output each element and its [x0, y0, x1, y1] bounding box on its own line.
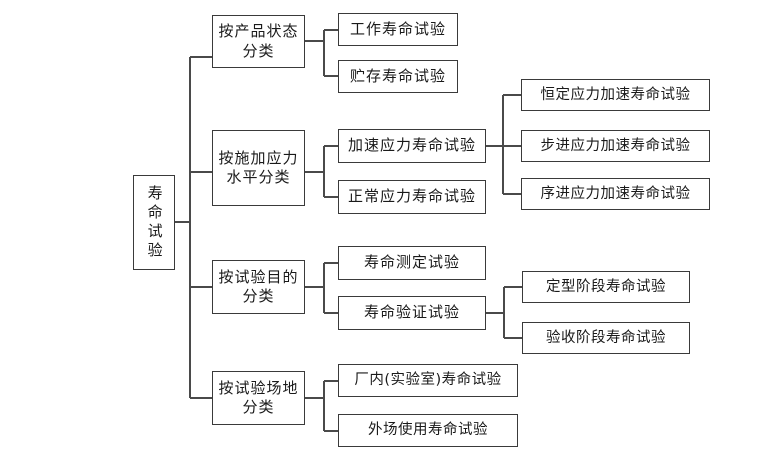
category-node-by-test-site[interactable]: 按试验场地分类	[212, 371, 305, 425]
leaf-node-progressive-stress-accelerated-life-test[interactable]: 序进应力加速寿命试验	[521, 178, 710, 210]
leaf-node-field-use-life-test[interactable]: 外场使用寿命试验	[338, 414, 518, 447]
leaf-node-operating-life-test[interactable]: 工作寿命试验	[338, 13, 458, 46]
category-node-by-stress-level[interactable]: 按施加应力水平分类	[212, 130, 305, 206]
category-node-by-product-state[interactable]: 按产品状态分类	[212, 15, 305, 68]
leaf-node-finalization-stage-life-test[interactable]: 定型阶段寿命试验	[522, 271, 690, 303]
leaf-node-constant-stress-accelerated-life-test[interactable]: 恒定应力加速寿命试验	[521, 79, 710, 111]
leaf-node-normal-stress-life-test[interactable]: 正常应力寿命试验	[338, 180, 486, 214]
leaf-node-step-stress-accelerated-life-test[interactable]: 步进应力加速寿命试验	[521, 130, 710, 162]
leaf-node-life-verification-test[interactable]: 寿命验证试验	[338, 296, 486, 330]
leaf-node-in-plant-laboratory-life-test[interactable]: 厂内(实验室)寿命试验	[338, 364, 518, 397]
leaf-node-life-determination-test[interactable]: 寿命测定试验	[338, 246, 486, 280]
root-node-life-test[interactable]: 寿命试验	[133, 175, 175, 270]
category-node-by-test-purpose[interactable]: 按试验目的分类	[212, 260, 305, 314]
leaf-node-acceptance-stage-life-test[interactable]: 验收阶段寿命试验	[522, 322, 690, 354]
leaf-node-storage-life-test[interactable]: 贮存寿命试验	[338, 60, 458, 93]
leaf-node-accelerated-stress-life-test[interactable]: 加速应力寿命试验	[338, 129, 486, 163]
